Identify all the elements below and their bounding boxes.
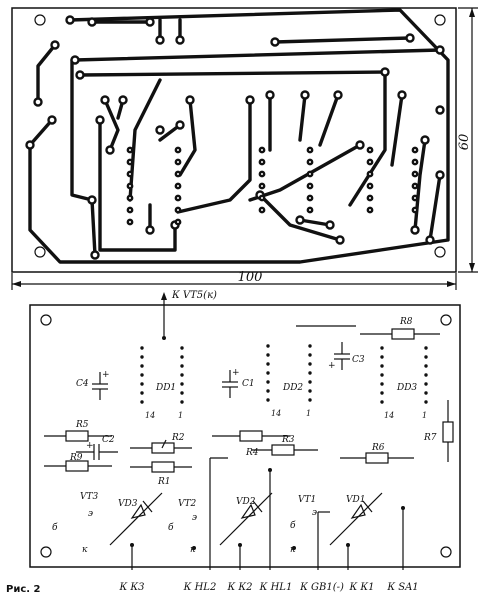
ic-pin1-dd3: 1 [422,411,427,420]
ic-label-dd1: DD1 [155,383,176,393]
figure-caption: Рис. 2 [6,584,41,595]
resistor-label-r6: R6 [371,443,385,453]
connector-label-k1: К К1 [348,582,374,593]
component-mounting-holes [40,314,452,558]
pcb-board-outline [11,7,457,273]
connector-label-hl1: К НL1 [259,582,293,593]
transistor-label-vt3: VT3 [80,492,99,502]
pcb-ic-pads [126,146,419,226]
pcb-tracks [28,8,450,264]
polarity-mark-c4: + [102,370,110,380]
resistor-symbols [44,325,454,473]
capacitor-label-c1: C1 [242,379,255,389]
ic-pin14-dd3: 14 [384,411,394,420]
vt1-base-mark: б [290,520,296,531]
resistor-label-r3: R3 [281,435,295,445]
polarity-mark-c1: + [232,368,240,378]
diode-label-vd3: VD3 [118,499,138,509]
vt2-emitter-mark: э [192,513,197,523]
dimension-width-label: 100 [238,270,263,285]
pcb-track-side [11,7,457,273]
capacitor-symbols [76,342,350,460]
resistor-label-r1: R1 [157,477,171,487]
ic-label-dd2: DD2 [282,383,303,393]
top-connector-label: К VT5(к) [171,290,217,301]
dimension-lines [11,7,478,290]
connector-label-k2: К К2 [226,582,252,593]
pcb-pads [25,15,445,260]
ic-pin1-dd2: 1 [306,409,311,418]
resistor-label-r7: R7 [423,433,437,443]
diode-label-vd2: VD2 [236,497,256,507]
capacitor-label-c3: C3 [352,355,365,365]
ic-pin14-dd1: 14 [145,411,155,420]
resistor-label-r4: R4 [245,448,259,458]
vt2-base-mark: б [168,522,174,533]
resistor-label-r5: R5 [75,420,89,430]
dimension-height-label: 60 [457,134,472,151]
polarity-mark-c3: + [328,361,336,371]
connector-wiring [130,457,405,570]
vt2-collector-mark: к [190,545,196,555]
connector-label-gb1: К GB1(-) [299,582,344,593]
resistor-label-r9: R9 [69,453,83,463]
transistor-label-vt2: VT2 [178,499,197,509]
vt3-emitter-mark: э [88,509,93,519]
polarity-mark-c2: + [86,441,94,451]
vt3-base-mark: б [52,522,58,533]
vt1-emitter-mark: э [312,508,317,518]
transistor-label-vt1: VT1 [298,495,316,505]
diode-label-vd1: VD1 [346,495,365,505]
capacitor-label-c4: C4 [76,379,89,389]
pcb-mounting-holes [34,14,446,258]
resistor-label-r2: R2 [171,433,185,443]
connector-label-sa1: К SA1 [386,582,418,593]
ic-pin1-dd1: 1 [178,411,183,420]
capacitor-label-c2: C2 [102,435,115,445]
resistor-label-r8: R8 [399,317,413,327]
connector-label-k3: К К3 [118,582,144,593]
ic-pin-dots [140,344,428,404]
vt3-collector-mark: к [82,545,88,555]
vt1-collector-mark: к [290,545,296,555]
ic-pin14-dd2: 14 [271,409,281,418]
component-side [29,292,461,570]
connector-label-hl2: К НL2 [183,582,217,593]
component-board-outline [29,304,461,568]
ic-label-dd3: DD3 [396,383,417,393]
diode-symbols [109,492,383,546]
